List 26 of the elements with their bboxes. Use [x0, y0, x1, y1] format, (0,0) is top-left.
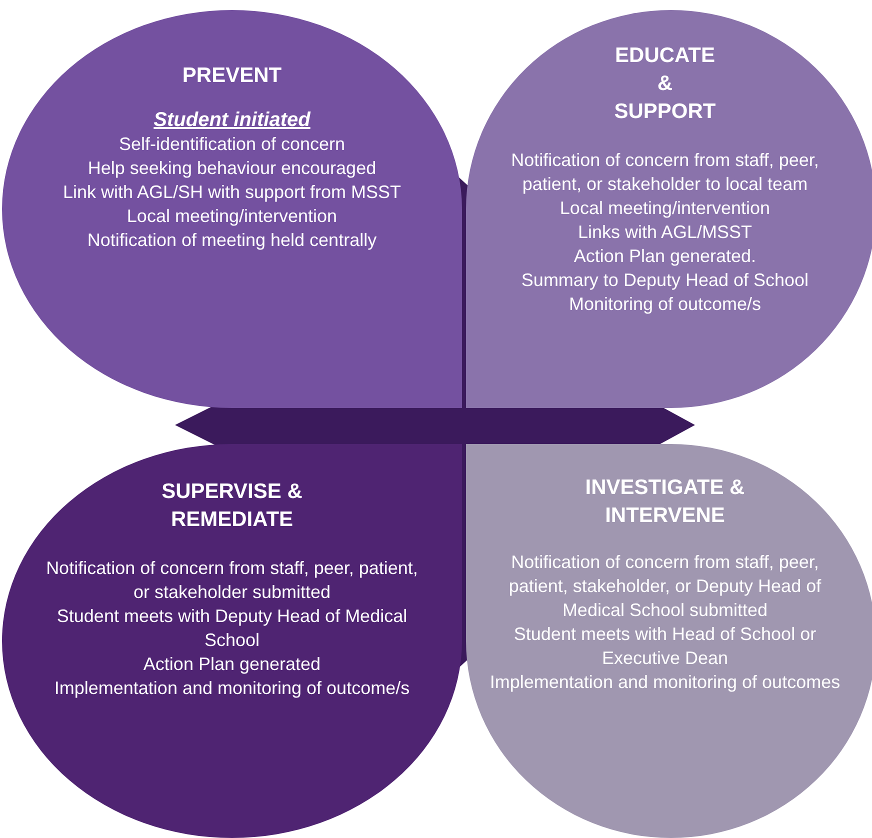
body-text: Summary to Deputy Head of School [521, 269, 809, 292]
body-text: Local meeting/intervention [126, 205, 338, 228]
section-heading: INVESTIGATE & INTERVENE [584, 475, 746, 529]
body-text: Implementation and monitoring of outcomes [490, 671, 840, 694]
quadrant-petal [2, 444, 462, 838]
body-text: Notification of concern from staff, peer, patient, stakeholder, or Deputy Head of Medical School submitted [508, 551, 822, 622]
body-text: Notification of meeting held centrally [87, 229, 377, 252]
body-text: Help seeking behaviour encouraged [88, 157, 376, 180]
body-text: Local meeting/intervention [560, 197, 770, 220]
body-text: Student meets with Head of School or Executive Dean [512, 623, 818, 670]
body-text: Action Plan generated. [574, 245, 756, 268]
section-heading: PREVENT [182, 63, 282, 89]
body-text: Notification of concern from staff, peer, patient, or stakeholder to local team [510, 149, 820, 196]
body-text: Notification of concern from staff, peer, patient, or stakeholder submitted [46, 557, 418, 604]
body-text: Link with AGL/SH with support from MSST [62, 181, 402, 204]
body-text: Action Plan generated [143, 653, 321, 676]
section-heading: SUPERVISE & REMEDIATE [160, 479, 304, 533]
quadrant-petal [466, 444, 872, 838]
body-text: Self-identification of concern [118, 133, 346, 156]
section-heading: EDUCATE & SUPPORT [613, 43, 717, 125]
subheading: Student initiated [154, 108, 310, 132]
body-text: Implementation and monitoring of outcome/s [54, 677, 410, 700]
body-text: Monitoring of outcome/s [568, 293, 762, 316]
quadrant-petal [466, 10, 872, 408]
body-text: Student meets with Deputy Head of Medical School [56, 605, 408, 652]
body-text: Links with AGL/MSST [578, 221, 752, 244]
